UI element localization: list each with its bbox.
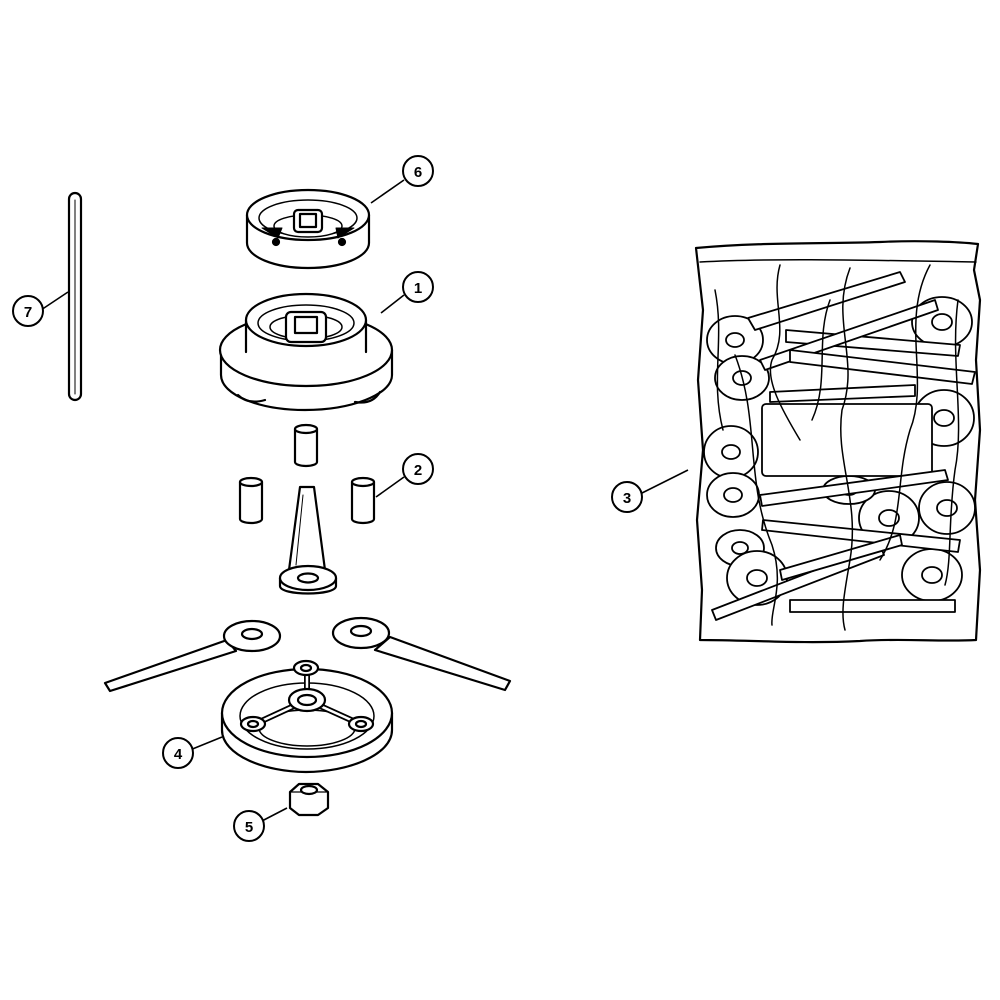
locking-rod [67, 191, 83, 402]
callout-7: 7 [12, 295, 44, 327]
callout-label: 3 [623, 490, 631, 507]
callout-4: 4 [162, 737, 194, 769]
lower-blade-carrier [220, 659, 394, 774]
upper-thrust-plate [245, 188, 371, 270]
pins [238, 423, 376, 525]
mowing-head-housing [218, 292, 394, 412]
callout-1: 1 [402, 271, 434, 303]
callout-label: 6 [414, 164, 422, 181]
blade-right [331, 616, 512, 692]
callout-6: 6 [402, 155, 434, 187]
nut [288, 782, 330, 817]
callout-label: 1 [414, 280, 422, 297]
callout-label: 2 [414, 462, 422, 479]
callout-label: 7 [24, 304, 32, 321]
callout-label: 5 [245, 819, 253, 836]
callout-label: 4 [174, 746, 183, 763]
callout-2: 2 [402, 453, 434, 485]
center-spacer [278, 485, 338, 595]
blade-set-bag [694, 240, 982, 644]
blade-left [103, 619, 282, 693]
callout-5: 5 [233, 810, 265, 842]
callout-3: 3 [611, 481, 643, 513]
